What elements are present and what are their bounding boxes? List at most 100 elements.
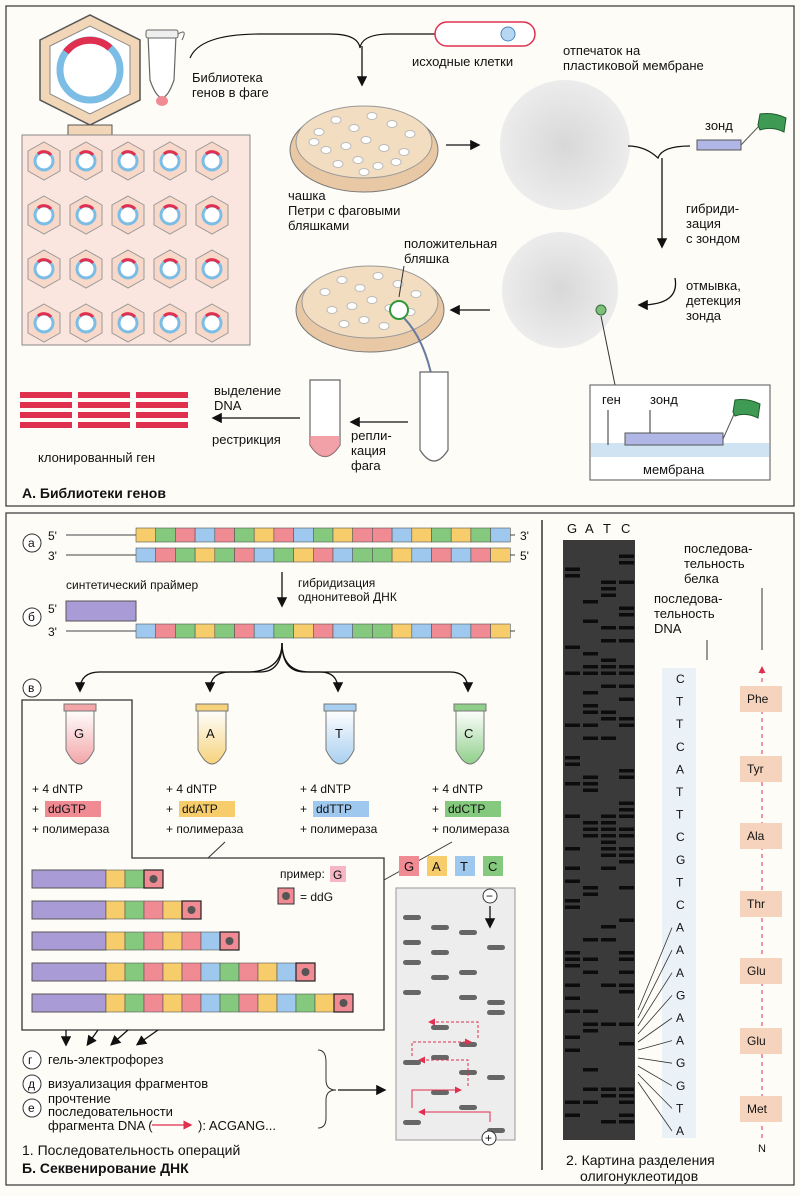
read-arrow (411, 1086, 462, 1108)
gel-band (431, 1025, 449, 1030)
cloned-gene-bar (78, 402, 130, 408)
autorad-band (619, 671, 634, 675)
gel-minus (482, 888, 498, 904)
autorad-band (583, 938, 598, 942)
autorad-band (583, 821, 598, 825)
step-a: а (28, 536, 35, 550)
gel-electrophoresis-label: гель-электрофорез (48, 1052, 163, 1067)
autorad-band (619, 561, 634, 565)
tube-c: C (453, 703, 487, 765)
plaque (346, 302, 358, 310)
step-v-badge (22, 678, 42, 698)
plaque (366, 296, 378, 304)
gel-lane-label-box (483, 856, 503, 876)
phage-cell (69, 303, 103, 343)
single-strand-template (135, 623, 511, 639)
phage-cell (111, 195, 145, 235)
gel-band (487, 1010, 505, 1015)
autorad-band (619, 639, 634, 643)
tube-t-label: T (335, 726, 343, 741)
dna-base: T (676, 695, 684, 709)
gel-band (431, 975, 449, 980)
base-block (143, 993, 164, 1013)
step-d-badge (22, 1074, 42, 1094)
gel-band (403, 990, 421, 995)
amino-acid: Ala (747, 829, 765, 843)
autorad-band (619, 827, 634, 831)
tube-g-label: G (74, 726, 84, 741)
base-block (175, 547, 196, 563)
autorad-band (583, 1100, 598, 1104)
autorad-band (565, 899, 580, 903)
gel-band (403, 915, 421, 920)
autorad-band (601, 587, 616, 591)
autorad-band (583, 600, 598, 604)
plaque (358, 316, 370, 324)
cloned-gene-bar (20, 422, 72, 428)
autorad-band (619, 1022, 634, 1026)
autorad-band (619, 801, 634, 805)
base-block (162, 993, 183, 1013)
dna-label-line1: последова- (654, 591, 722, 606)
autorad-band (601, 1094, 616, 1098)
autorad-band (601, 684, 616, 688)
g-reaction-frame (21, 699, 385, 1031)
read-arrow (418, 1056, 469, 1086)
base-block (470, 623, 491, 639)
base-block (372, 623, 393, 639)
reagents-a: + 4 dNTP + ddATP + полимераза (166, 782, 244, 836)
autorad-band (583, 723, 598, 727)
base-block (238, 993, 259, 1013)
autorad-band (601, 736, 616, 740)
autorad-band (583, 704, 598, 708)
base-block (391, 547, 413, 563)
base-block (295, 993, 316, 1013)
autorad-band (583, 1029, 598, 1033)
wash-line2: детекция (686, 293, 741, 308)
hybridization-inset (589, 384, 771, 481)
base-block (312, 623, 334, 639)
gel-band (431, 950, 449, 955)
autorad-band (565, 723, 580, 727)
base-block (470, 547, 491, 563)
autorad-band (565, 847, 580, 851)
tube-a-label: A (206, 726, 215, 741)
phage-grid-cells (27, 141, 229, 343)
base-block (214, 623, 235, 639)
autorad-band (619, 717, 634, 721)
template-3prime: 3' (48, 625, 57, 639)
autorad-band (565, 951, 580, 955)
gel-band (459, 970, 477, 975)
autorad-band (583, 710, 598, 714)
plaque (372, 162, 384, 170)
autorad-band (601, 671, 616, 675)
autorad-band (619, 847, 634, 851)
dna-base: A (676, 1124, 684, 1138)
reading-line1: прочтение (48, 1091, 111, 1106)
base-block (234, 547, 255, 563)
base-block (219, 993, 240, 1013)
petri-label-1: чашка (288, 188, 326, 203)
amino-acid: Phe (747, 692, 769, 706)
phage-cell (195, 249, 229, 289)
tube-c-label: C (464, 726, 473, 741)
autorad-lane-label: A (585, 521, 594, 536)
phage-cell (69, 195, 103, 235)
cloned-gene-bar (20, 402, 72, 408)
autorad-band (583, 834, 598, 838)
amino-acid: Glu (747, 964, 766, 978)
base-block (105, 993, 126, 1013)
plaque (332, 160, 344, 168)
library-tube-icon (145, 29, 185, 106)
autorad-band (601, 840, 616, 844)
phage-cell (111, 141, 145, 181)
base-block (372, 527, 393, 543)
base-block (293, 527, 314, 543)
base-block (352, 547, 373, 563)
autorad-band (601, 847, 616, 851)
amino-acid-box (740, 1028, 782, 1054)
hybridized-membrane-disk (502, 232, 618, 348)
base-block (253, 547, 275, 563)
